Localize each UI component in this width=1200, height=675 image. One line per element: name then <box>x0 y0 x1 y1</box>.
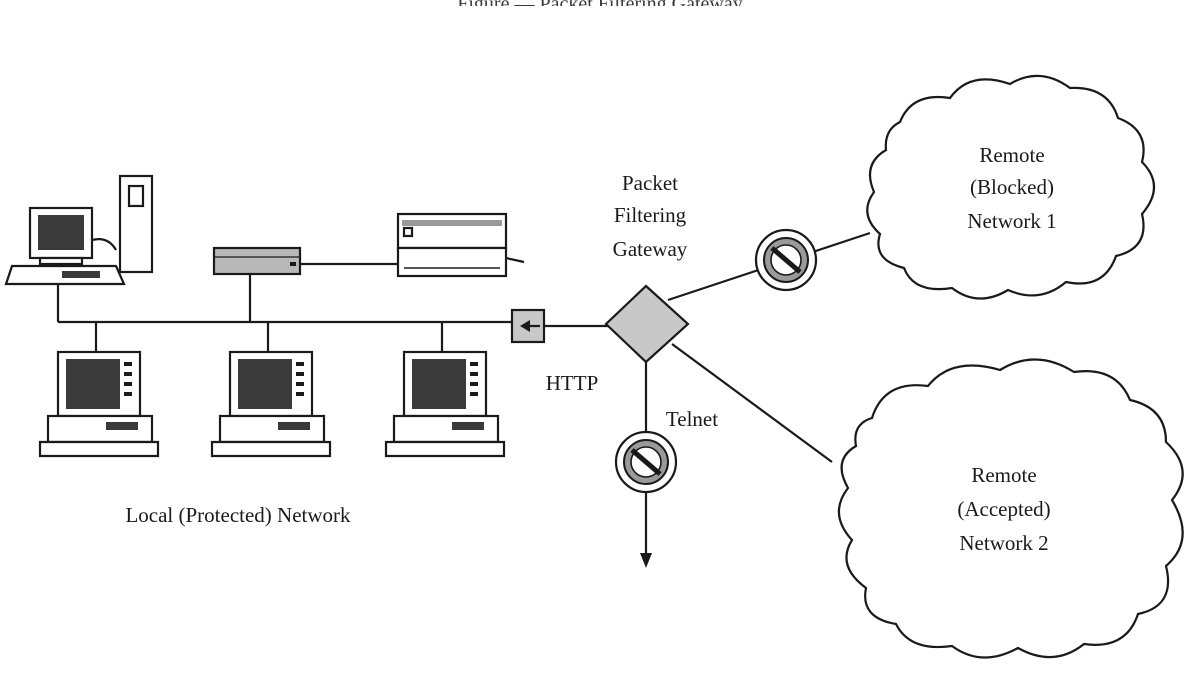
prohibited-icon-remote1 <box>754 228 818 292</box>
telnet-arrowhead <box>640 553 652 568</box>
gateway-label: Packet Filtering Gateway <box>613 171 688 261</box>
remote2-label-line-2: (Accepted) <box>957 497 1050 521</box>
telnet-label: Telnet <box>666 407 718 431</box>
network-hub-icon <box>212 246 302 276</box>
diamond-gateway-icon <box>604 231 871 568</box>
remote1-label: Remote (Blocked) Network 1 <box>967 143 1056 233</box>
gateway-label-line-3: Gateway <box>613 237 688 261</box>
gateway-label-line-2: Filtering <box>614 203 687 227</box>
local-network-label: Local (Protected) Network <box>125 503 351 527</box>
remote1-label-line-3: Network 1 <box>967 209 1056 233</box>
desktop-computer-icon-3 <box>384 350 506 458</box>
remote2-label-line-3: Network 2 <box>959 531 1048 555</box>
remote2-label-line-1: Remote <box>971 463 1036 487</box>
http-label: HTTP <box>546 371 599 395</box>
remote2-label: Remote (Accepted) Network 2 <box>957 463 1050 555</box>
prohibited-icon-telnet <box>614 430 678 494</box>
cloud-network-icon-remote1 <box>866 74 1155 300</box>
clipped-caption-text: Figure — Packet Filtering Gateway <box>457 0 743 15</box>
lan-wiring <box>56 262 512 352</box>
top-caption: Figure — Packet Filtering Gateway <box>457 0 743 15</box>
cloud-network-icon-remote2 <box>837 358 1184 659</box>
remote1-label-line-2: (Blocked) <box>970 175 1054 199</box>
printer-icon <box>396 212 525 278</box>
desktop-computer-icon-1 <box>38 350 160 458</box>
gateway-label-line-1: Packet <box>622 171 678 195</box>
remote1-label-line-1: Remote <box>979 143 1044 167</box>
arrow-in-box-icon <box>510 308 610 344</box>
line-to-remote2 <box>671 343 833 463</box>
workstation-with-tower-icon <box>4 174 154 286</box>
desktop-computer-icon-2 <box>210 350 332 458</box>
